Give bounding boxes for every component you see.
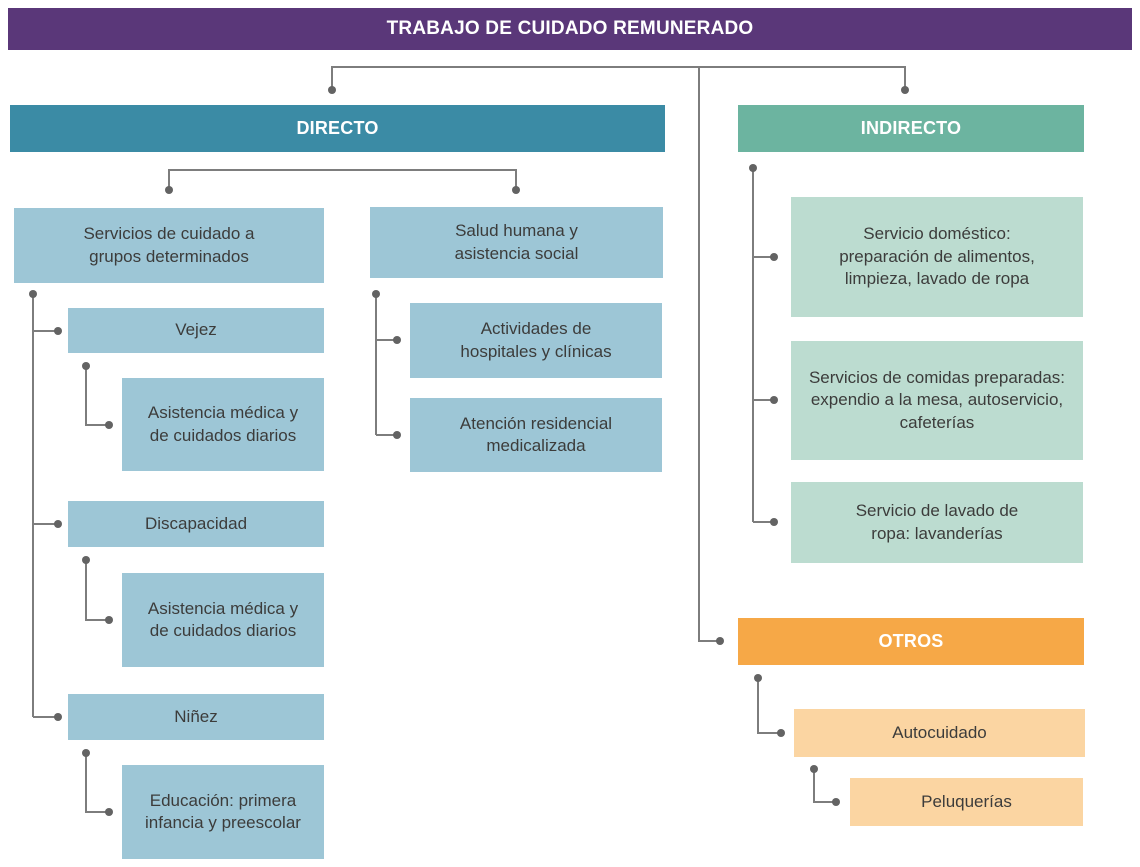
node-comidas-preparadas: Servicios de comidas preparadas: expendi… <box>791 341 1083 460</box>
directo-header: DIRECTO <box>10 105 665 152</box>
node-servicios-grupos: Servicios de cuidado a grupos determinad… <box>14 208 324 283</box>
indirecto-header: INDIRECTO <box>738 105 1084 152</box>
node-servicio-domestico: Servicio doméstico: preparación de alime… <box>791 197 1083 317</box>
node-lavado-ropa: Servicio de lavado de ropa: lavanderías <box>791 482 1083 563</box>
connector-vejez-child <box>85 366 106 426</box>
connector-autocuidado-peluquerias <box>813 769 833 803</box>
node-vejez: Vejez <box>68 308 324 353</box>
connector-ninez-child <box>85 753 106 813</box>
node-asistencia-vejez: Asistencia médica y de cuidados diarios <box>122 378 324 471</box>
connector-discapacidad-child <box>85 560 106 621</box>
node-autocuidado: Autocuidado <box>794 709 1085 757</box>
connector-directo-bracket <box>168 169 517 190</box>
node-residencial: Atención residencial medicalizada <box>410 398 662 472</box>
connector-root-otros <box>698 67 717 642</box>
node-asistencia-discapacidad: Asistencia médica y de cuidados diarios <box>122 573 324 667</box>
otros-header: OTROS <box>738 618 1084 665</box>
node-educacion: Educación: primera infancia y preescolar <box>122 765 324 859</box>
root-banner: TRABAJO DE CUIDADO REMUNERADO <box>8 8 1132 50</box>
node-salud-humana: Salud humana y asistencia social <box>370 207 663 278</box>
connector-salud-trunk <box>375 294 394 436</box>
connector-otros-autocuidado <box>757 678 778 734</box>
node-discapacidad: Discapacidad <box>68 501 324 547</box>
connector-indirecto-trunk <box>752 168 771 523</box>
node-hospitales: Actividades de hospitales y clínicas <box>410 303 662 378</box>
connector-root-bracket <box>331 66 906 90</box>
node-ninez: Niñez <box>68 694 324 740</box>
node-peluquerias: Peluquerías <box>850 778 1083 826</box>
connector-grupos-trunk <box>32 294 55 718</box>
